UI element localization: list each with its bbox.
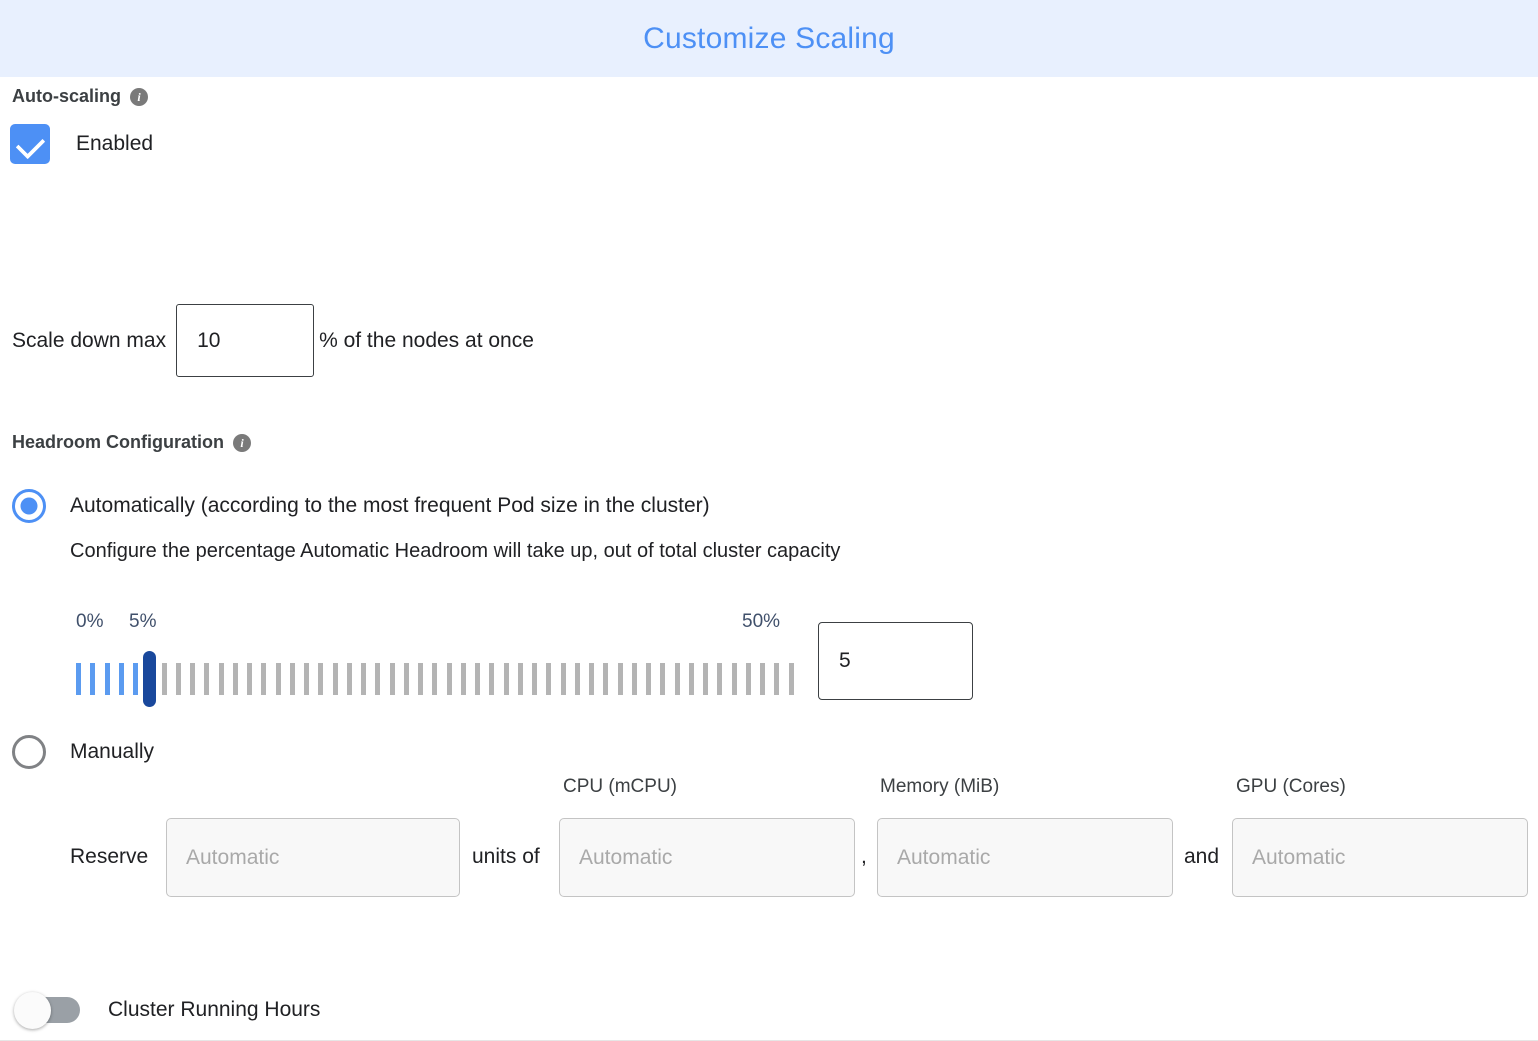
slider-tick[interactable] bbox=[674, 663, 680, 695]
slider-tick[interactable] bbox=[589, 663, 594, 695]
slider-tick[interactable] bbox=[118, 663, 124, 695]
reserve-gpu-input[interactable] bbox=[1232, 818, 1528, 897]
slider-tick[interactable] bbox=[133, 663, 138, 695]
auto-scaling-enabled-label: Enabled bbox=[76, 132, 154, 155]
page-title: Customize Scaling bbox=[643, 21, 895, 55]
slider-tick[interactable] bbox=[175, 663, 181, 695]
slider-tick[interactable] bbox=[617, 663, 623, 695]
slider-tick[interactable] bbox=[517, 663, 523, 695]
slider-tick[interactable] bbox=[218, 663, 224, 695]
radio-automatic[interactable] bbox=[12, 489, 46, 523]
radio-manually[interactable] bbox=[12, 735, 46, 769]
slider-tick[interactable] bbox=[703, 663, 708, 695]
slider-tick[interactable] bbox=[389, 663, 395, 695]
slider-tick[interactable] bbox=[204, 663, 210, 695]
scale-down-max-suffix: % of the nodes at once bbox=[319, 328, 534, 352]
slider-tick[interactable] bbox=[304, 663, 309, 695]
reserve-units-input[interactable] bbox=[166, 818, 460, 897]
slider-tick[interactable] bbox=[788, 663, 794, 695]
cluster-running-hours-label: Cluster Running Hours bbox=[108, 998, 321, 1021]
slider-tick[interactable] bbox=[688, 663, 694, 695]
slider-tick[interactable] bbox=[646, 663, 651, 695]
and-connector: and bbox=[1184, 845, 1220, 868]
slider-tick[interactable] bbox=[432, 663, 438, 695]
slider-tick[interactable] bbox=[418, 663, 423, 695]
slider-tick[interactable] bbox=[731, 663, 737, 695]
slider-tick[interactable] bbox=[332, 663, 338, 695]
slider-tick[interactable] bbox=[161, 663, 167, 695]
auto-scaling-label: Auto-scaling bbox=[12, 86, 122, 106]
headroom-percentage-input[interactable] bbox=[818, 622, 973, 700]
slider-tick[interactable] bbox=[76, 663, 81, 695]
scale-down-max-input[interactable] bbox=[176, 304, 315, 377]
slider-tick[interactable] bbox=[631, 663, 637, 695]
slider-tick[interactable] bbox=[90, 663, 96, 695]
cpu-field-caption: CPU (mCPU) bbox=[563, 776, 677, 797]
headroom-percentage-slider[interactable]: 0% 5% 50% bbox=[76, 611, 806, 707]
slider-tick[interactable] bbox=[318, 663, 324, 695]
memory-field-caption: Memory (MiB) bbox=[880, 776, 1000, 797]
slider-tick[interactable] bbox=[361, 663, 366, 695]
slider-tick[interactable] bbox=[489, 663, 495, 695]
slider-tick[interactable] bbox=[346, 663, 352, 695]
slider-max-label: 50% bbox=[742, 611, 781, 632]
scale-down-max-row: Scale down max % of the nodes at once bbox=[12, 303, 534, 378]
headroom-section-title: Headroom Configuration i bbox=[12, 432, 251, 453]
slider-tick[interactable] bbox=[104, 663, 110, 695]
slider-tick[interactable] bbox=[475, 663, 480, 695]
headroom-automatic-description: Configure the percentage Automatic Headr… bbox=[70, 540, 841, 562]
slider-tick[interactable] bbox=[532, 663, 537, 695]
slider-min-label: 0% bbox=[76, 611, 104, 632]
slider-tick[interactable] bbox=[375, 663, 381, 695]
comma-connector: , bbox=[861, 845, 867, 868]
slider-tick[interactable] bbox=[574, 663, 580, 695]
reserve-memory-input[interactable] bbox=[877, 818, 1173, 897]
slider-tick[interactable] bbox=[546, 663, 552, 695]
slider-tick[interactable] bbox=[190, 663, 195, 695]
slider-track[interactable] bbox=[76, 647, 806, 707]
slider-tick[interactable] bbox=[289, 663, 295, 695]
slider-tick[interactable] bbox=[275, 663, 281, 695]
slider-tick[interactable] bbox=[560, 663, 566, 695]
units-of-connector: units of bbox=[472, 845, 540, 868]
headroom-option-automatic[interactable]: Automatically (according to the most fre… bbox=[12, 489, 710, 523]
slider-tick[interactable] bbox=[774, 663, 780, 695]
scale-down-max-label: Scale down max bbox=[12, 328, 167, 352]
slider-tick[interactable] bbox=[717, 663, 723, 695]
slider-tick[interactable] bbox=[247, 663, 252, 695]
slider-tick[interactable] bbox=[745, 663, 751, 695]
toggle-knob bbox=[14, 992, 51, 1029]
headroom-option-manual-label: Manually bbox=[70, 740, 155, 763]
info-icon[interactable]: i bbox=[233, 433, 251, 452]
slider-tick[interactable] bbox=[760, 663, 765, 695]
slider-tick[interactable] bbox=[261, 663, 267, 695]
reserve-label: Reserve bbox=[70, 845, 149, 868]
slider-labels: 0% 5% 50% bbox=[76, 611, 806, 639]
slider-tick[interactable] bbox=[446, 663, 452, 695]
slider-tick[interactable] bbox=[403, 663, 409, 695]
reserve-cpu-input[interactable] bbox=[559, 818, 855, 897]
cluster-running-hours-row[interactable]: Cluster Running Hours bbox=[14, 992, 321, 1029]
slider-thumb[interactable] bbox=[143, 651, 157, 707]
headroom-label: Headroom Configuration bbox=[12, 432, 224, 452]
auto-scaling-enabled-checkbox[interactable] bbox=[10, 124, 50, 164]
slider-tick[interactable] bbox=[603, 663, 609, 695]
info-icon[interactable]: i bbox=[130, 87, 149, 106]
auto-scaling-enabled-row[interactable]: Enabled bbox=[10, 124, 153, 164]
slider-tick[interactable] bbox=[503, 663, 509, 695]
slider-tick[interactable] bbox=[660, 663, 666, 695]
slider-tick[interactable] bbox=[460, 663, 466, 695]
slider-tick[interactable] bbox=[232, 663, 238, 695]
gpu-field-caption: GPU (Cores) bbox=[1236, 776, 1346, 797]
headroom-option-automatic-label: Automatically (according to the most fre… bbox=[70, 494, 710, 517]
dialog-header: Customize Scaling bbox=[0, 0, 1538, 77]
headroom-option-manual[interactable]: Manually bbox=[12, 735, 154, 769]
cluster-running-hours-toggle[interactable] bbox=[14, 992, 80, 1029]
slider-current-label: 5% bbox=[129, 611, 157, 632]
auto-scaling-section-title: Auto-scaling i bbox=[12, 86, 149, 107]
